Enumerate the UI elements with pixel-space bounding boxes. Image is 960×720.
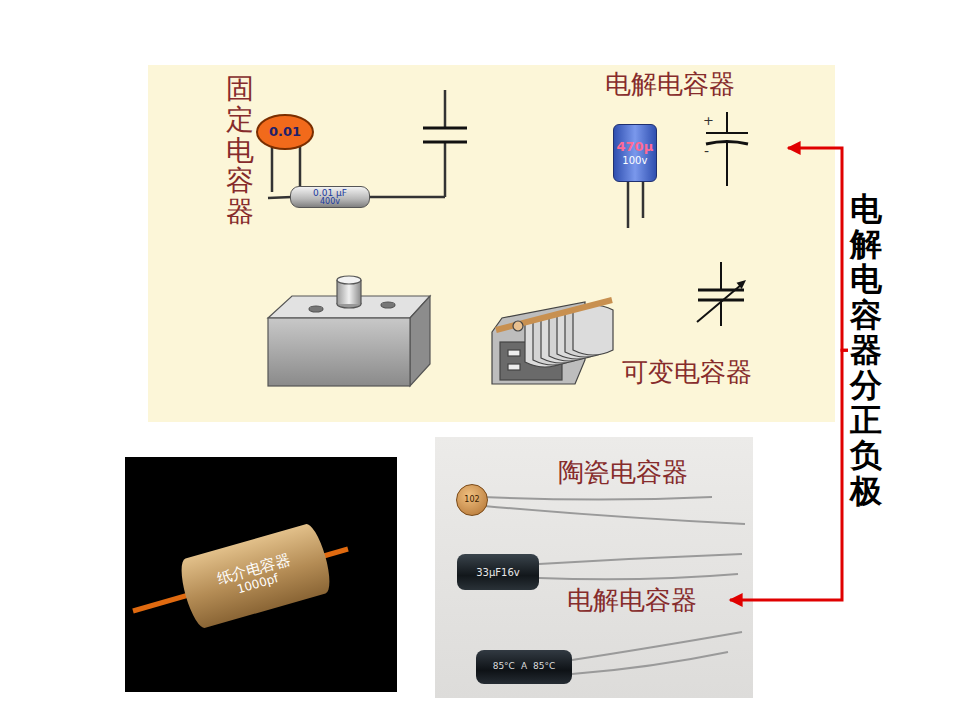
electrolytic-leads — [628, 180, 643, 228]
variable-capacitor-symbol — [720, 262, 722, 290]
ceramic-disc: 102 — [456, 484, 488, 516]
panel-ground — [435, 437, 753, 698]
capacitor-symbol — [423, 141, 467, 144]
fixed-capacitor-wires — [444, 142, 447, 197]
gang-variable-capacitor — [513, 321, 523, 331]
electrolytic-capacitor: 470μ100v — [613, 124, 658, 182]
category-label: 可变电容器 — [622, 358, 752, 387]
category-label: 固定电容器 — [226, 74, 254, 228]
variable-capacitor-symbol — [720, 300, 722, 326]
electrolytic-leads — [642, 180, 645, 218]
category-label: 电解电容器 — [605, 70, 735, 99]
photo-capacitor-leads — [572, 652, 728, 674]
polarity-mark: + — [703, 114, 714, 127]
part-marking: 400v — [320, 198, 340, 206]
part-marking: 33μF16v — [476, 567, 519, 578]
variable-capacitor-symbol — [737, 280, 747, 289]
pointer-arrow — [788, 148, 848, 350]
electrolytic-symbol — [706, 132, 748, 134]
variable-capacitor-box — [268, 318, 410, 386]
electrolytic-capacitor: 85°C A 85°C — [476, 650, 572, 684]
variable-capacitor-symbol — [697, 285, 741, 322]
gang-variable-capacitor — [496, 300, 612, 330]
part-marking: 85°C — [533, 662, 555, 672]
photo-capacitor-leads — [539, 574, 738, 579]
photo-panel: 陶瓷电容器电解电容器 102 33μF16v 85°C A 85°C — [435, 437, 753, 698]
panel-ground — [125, 457, 397, 692]
electrolytic-capacitor: 33μF16v — [457, 554, 539, 590]
fixed-capacitor-wires — [268, 197, 292, 198]
variable-capacitor-box — [337, 276, 361, 284]
capacitor-symbol — [423, 127, 467, 130]
part-marking: 470μ — [617, 140, 654, 154]
part-marking: 0.01 μF — [313, 189, 347, 198]
capacitor-panel: 固定电容器 电解电容器可变电容器 0.01 0.01 μF400v 470μ100v — [148, 65, 835, 422]
electrolytic-leads — [627, 180, 630, 228]
variable-capacitor-box — [360, 280, 361, 304]
electrolytic-symbol — [726, 143, 728, 186]
part-marking: A — [521, 662, 527, 672]
photo-capacitor-leads — [572, 632, 742, 660]
capacitor-symbol — [423, 128, 467, 142]
fixed-capacitor-wires — [368, 196, 445, 199]
variable-capacitor-symbol — [697, 262, 746, 326]
category-label: 陶瓷电容器 — [558, 458, 688, 487]
part-marking: 0.01 — [269, 125, 301, 139]
part-marking: 100v — [622, 155, 647, 166]
ceramic-disc: 0.01 — [256, 114, 314, 150]
photo-capacitor-leads — [484, 506, 745, 524]
fixed-capacitor-wires — [271, 146, 274, 192]
electrolytic-symbol — [726, 112, 728, 133]
polarity-mark: - — [704, 144, 709, 158]
gang-variable-capacitor — [508, 364, 520, 370]
panel-ground — [125, 65, 835, 698]
pointer-arrow — [730, 350, 848, 600]
tubular-capacitor: 0.01 μF400v — [290, 186, 370, 208]
note-text: 电解电容器分正负极 — [850, 192, 882, 509]
part-marking: 85°C — [493, 662, 515, 672]
gang-variable-capacitor — [573, 305, 613, 355]
fixed-capacitor-wires — [299, 146, 302, 186]
gang-variable-capacitor — [492, 300, 613, 384]
part-marking: 102 — [464, 496, 479, 505]
photo-capacitor-leads — [539, 554, 742, 564]
variable-capacitor-box — [268, 276, 430, 386]
variable-capacitor-box — [336, 280, 337, 304]
fixed-capacitor-wires — [444, 90, 447, 128]
photo-capacitor-leads — [482, 497, 712, 500]
variable-capacitor-box — [381, 302, 395, 308]
gang-variable-capacitor — [508, 350, 520, 356]
variable-capacitor-box — [410, 296, 430, 386]
category-label: 电解电容器 — [567, 586, 697, 615]
variable-capacitor-box — [309, 306, 323, 312]
note-text: 电解电容器分正负极 — [850, 192, 882, 509]
panel-ground — [148, 65, 835, 422]
